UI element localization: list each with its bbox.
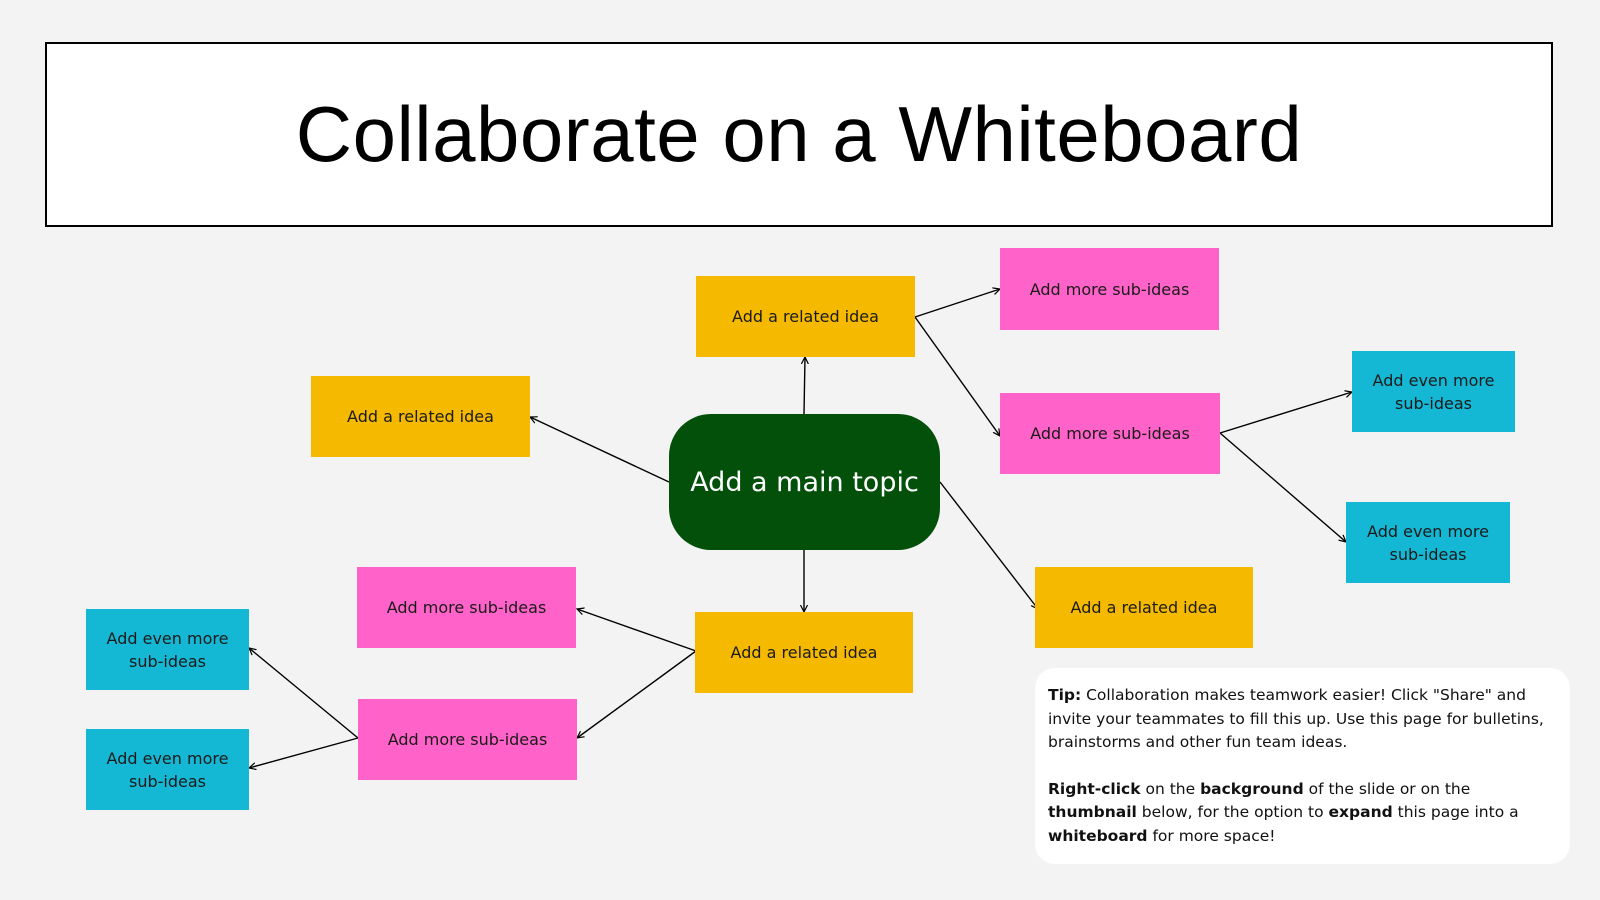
connector-main-to-top (804, 357, 805, 415)
sub-idea-bottom-left-1[interactable]: Add more sub-ideas (357, 567, 576, 648)
sub-idea-top-right-1[interactable]: Add more sub-ideas (1000, 248, 1219, 330)
related-idea-left[interactable]: Add a related idea (311, 376, 530, 457)
connector-main-to-right (939, 481, 1038, 609)
tip-paragraph-1: Tip: Collaboration makes teamwork easier… (1048, 684, 1554, 755)
title-card: Collaborate on a Whiteboard (45, 42, 1553, 227)
even-more-label: Add even more sub-ideas (1372, 370, 1495, 413)
connector-sub2-to-more2 (1219, 432, 1346, 542)
tip-emphasis: Right-click (1048, 779, 1141, 798)
related-idea-bottom[interactable]: Add a related idea (695, 612, 913, 693)
tip-emphasis: whiteboard (1048, 826, 1148, 845)
related-idea-label: Add a related idea (347, 407, 494, 426)
connector-sub2-to-more1 (1219, 392, 1352, 434)
connector-bottom-to-sub1 (577, 609, 697, 652)
tip-text: Collaboration makes teamwork easier! Cli… (1048, 686, 1544, 751)
even-more-left-2[interactable]: Add even more sub-ideas (86, 729, 249, 810)
related-idea-right[interactable]: Add a related idea (1035, 567, 1253, 648)
related-idea-label: Add a related idea (732, 307, 879, 326)
connector-main-to-left (530, 417, 670, 483)
page-title: Collaborate on a Whiteboard (295, 90, 1303, 178)
even-more-right-2[interactable]: Add even more sub-ideas (1346, 502, 1510, 583)
tip-emphasis: thumbnail (1048, 803, 1137, 821)
related-idea-label: Add a related idea (730, 643, 878, 662)
connector-sub2-to-more-left2 (249, 737, 359, 768)
tip-paragraph-2: Right-click on the background of the sli… (1048, 778, 1554, 849)
connector-top-to-sub2 (914, 316, 1000, 436)
main-topic-node[interactable]: Add a main topic (669, 414, 940, 550)
tip-text: on the (1140, 779, 1201, 798)
tip-text: of the slide or on the (1303, 779, 1471, 798)
tip-card: Tip: Collaboration makes teamwork easier… (1035, 668, 1570, 864)
even-more-label: Add even more sub-ideas (1367, 521, 1489, 564)
sub-idea-label: Add more sub-ideas (386, 598, 547, 617)
sub-idea-label: Add more sub-ideas (1029, 279, 1190, 299)
even-more-label: Add even more sub-ideas (106, 748, 229, 791)
even-more-left-1[interactable]: Add even more sub-ideas (86, 609, 249, 690)
sub-idea-top-right-2[interactable]: Add more sub-ideas (1000, 393, 1220, 474)
sub-idea-bottom-left-2[interactable]: Add more sub-ideas (358, 699, 577, 780)
tip-emphasis: Tip: (1048, 686, 1082, 704)
connector-bottom-to-sub2 (577, 650, 697, 738)
tip-text: this page into a (1392, 803, 1519, 821)
related-idea-top[interactable]: Add a related idea (696, 276, 915, 357)
tip-emphasis: background (1200, 779, 1304, 798)
sub-idea-label: Add more sub-ideas (1030, 424, 1190, 443)
sub-idea-label: Add more sub-ideas (387, 730, 548, 749)
tip-text: for more space! (1147, 826, 1276, 845)
tip-emphasis: expand (1328, 803, 1393, 821)
even-more-right-1[interactable]: Add even more sub-ideas (1352, 351, 1515, 432)
connector-top-to-sub1 (914, 289, 1000, 318)
connector-sub2-to-more-left1 (249, 648, 359, 739)
even-more-label: Add even more sub-ideas (106, 628, 229, 671)
main-topic-label: Add a main topic (690, 466, 919, 498)
tip-text: below, for the option to (1136, 803, 1329, 821)
related-idea-label: Add a related idea (1070, 598, 1218, 617)
